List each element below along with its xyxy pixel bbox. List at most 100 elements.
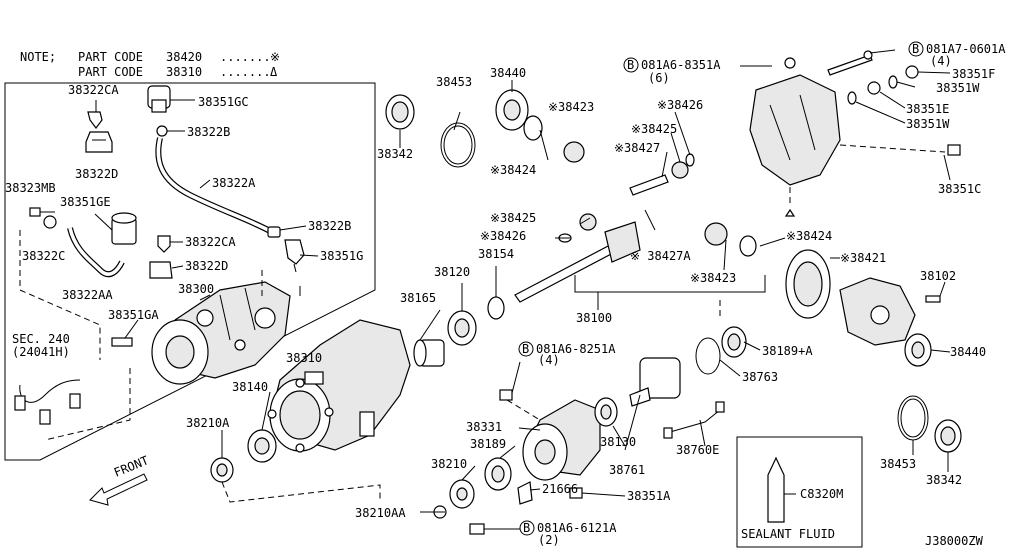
wire-38351ga [111,337,133,347]
guide-cover [789,144,946,205]
label-38154: 38154 [478,247,514,261]
label-c8320m: C8320M [800,487,843,501]
label-sealant-fluid: SEALANT FLUID [741,527,835,541]
note-line2-dots: ....... [220,65,271,79]
label-sec240-code: (24041H) [12,345,70,359]
joint-38761 [629,357,681,407]
clip-38322ca-top [87,100,103,129]
label-38120: 38120 [434,265,470,279]
seal-38189 [484,457,512,491]
oring-38453-top [440,122,476,168]
label-sec240: SEC. 240 [12,332,70,346]
diffcase-38102 [839,277,941,346]
label-38761: 38761 [609,463,645,477]
label-38102: 38102 [920,269,956,283]
label-38351gc: 38351GC [198,95,249,109]
label-bolt4-code: 081A6-6121A [537,521,617,535]
bolt-symbol-1: B [627,58,634,72]
label-38426-top: ※38426 [657,98,703,112]
label-38351w-b: 38351W [906,117,950,131]
marker-triangle [784,208,796,217]
label-38140: 38140 [232,380,268,394]
guide-38210a [221,481,381,503]
label-38453-right: 38453 [880,457,916,471]
note-line2-label: PART CODE [78,65,143,79]
callout-bolt-081a7-0601a: B 081A7-0601A (4) [908,41,1006,68]
label-38210: 38210 [431,457,467,471]
label-38425-top: ※38425 [631,122,677,136]
label-38423-mid: ※38423 [690,271,736,285]
bolt-symbol-4: B [523,521,530,535]
plug-38351e [867,81,881,95]
housing-38300 [151,281,291,385]
sealant-tube [767,456,796,523]
gear-38425-mid [579,213,597,231]
bracket-38322d-top [85,131,113,153]
label-38425-mid: ※38425 [490,211,536,225]
shim-38154 [487,296,505,320]
bolt-38351c [947,144,961,156]
bearing-38440-top [495,89,529,131]
sensor-38760e [663,401,725,439]
callout-bolt-081a6-8251a: B 081A6-8251A (4) [518,341,616,367]
connector-38351g [284,239,305,273]
clamp-38322b-mid [267,226,281,238]
guide-inset-1 [19,230,101,360]
pin-38427a [644,209,656,231]
label-38189a: 38189+A [762,344,813,358]
note-line2-mark: Δ [270,65,278,79]
callout-bolt-081a6-6121a: B 081A6-6121A (2) [519,520,617,547]
label-38322b-top: 38322B [187,125,230,139]
guide-front [506,300,721,421]
label-38440-right: 38440 [950,345,986,359]
label-38323mb: 38323MB [5,181,56,195]
oring-38453-right [897,395,929,441]
guide-inset-2 [44,368,131,441]
label-38210a: 38210A [186,416,230,430]
label-bolt3-code: 081A6-8251A [536,342,616,356]
bolt-symbol-3: B [522,342,529,356]
label-21666: 21666 [542,482,578,496]
label-38342-top: 38342 [377,147,413,161]
label-38322c: 38322C [22,249,65,263]
seal-38342-right [934,419,962,453]
label-38421: ※38421 [840,251,886,265]
bolt-081a7 [827,50,873,76]
seal-38210a [210,457,234,483]
bolt-symbol-2: B [912,42,919,56]
label-38763: 38763 [742,370,778,384]
ringgear-38421 [785,249,831,319]
label-38351ga: 38351GA [108,308,159,322]
washer-38351w-a [888,75,898,89]
label-38426-mid: ※38426 [480,229,526,243]
cover-38331 [522,399,601,481]
note-line2-code: 38310 [166,65,202,79]
bearing-38165 [413,339,445,367]
note-line1-dots: ....... [220,50,271,64]
canister-38351ge [111,212,137,245]
label-38100: 38100 [576,311,612,325]
bolt-081a6-6121a [469,523,485,535]
bracket-38322d-mid [149,261,173,279]
label-38423-top: ※38423 [548,100,594,114]
label-38351a: 38351A [627,489,671,503]
label-38351f: 38351F [952,67,995,81]
harness-connector-a [14,395,26,411]
leader-lines [94,49,951,530]
label-38322ca-mid: 38322CA [185,235,236,249]
label-38189: 38189 [470,437,506,451]
gear-38423-top [563,141,585,163]
label-38322b-mid: 38322B [308,219,351,233]
harness-connector-c [69,393,81,409]
label-bolt2-qty: (4) [930,54,952,68]
label-38342-right: 38342 [926,473,962,487]
note-title: NOTE; [20,50,56,64]
plug-38351f [905,65,919,79]
label-bolt3-qty: (4) [538,353,560,367]
bracket-38100 [574,275,766,293]
label-bolt2-code: 081A7-0601A [926,42,1006,56]
label-38351e: 38351E [906,102,949,116]
label-38427a: ※ 38427A [630,249,691,263]
cover-rear [749,57,841,186]
